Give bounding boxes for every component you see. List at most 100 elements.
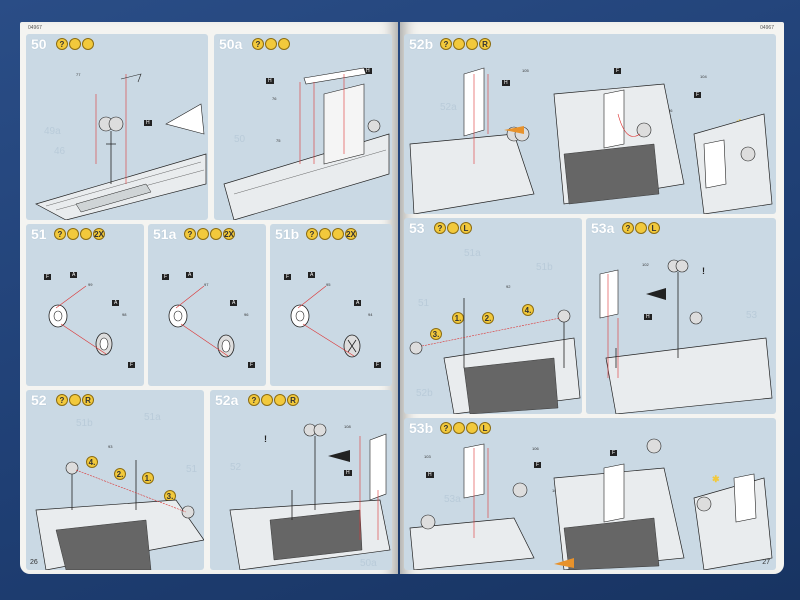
part-label: 93 — [108, 444, 113, 449]
part-flag: H — [344, 470, 352, 476]
part-label: 105 — [522, 68, 529, 73]
assembly-illustration — [409, 67, 773, 214]
glue-icon — [453, 38, 465, 50]
part-label: 97 — [204, 282, 209, 287]
left-side-icon: L — [460, 222, 472, 234]
step-51a-panel: 51a ? 2X F A 97 A 96 F — [148, 224, 266, 386]
glue-icon — [453, 422, 465, 434]
question-icon: ? — [440, 38, 452, 50]
part-flag: F — [374, 362, 382, 368]
ghost-label: 51b — [536, 262, 553, 273]
step-50a-panel: 50a ? 50 H H 76 75 — [214, 34, 392, 220]
part-flag: H — [426, 472, 434, 478]
part-flag: F — [614, 68, 622, 74]
assembly-illustration — [35, 73, 207, 220]
part-label: 76 — [272, 96, 277, 101]
glue-icon — [447, 222, 459, 234]
wheel-illustration — [290, 285, 361, 358]
part-label: 77 — [76, 72, 81, 77]
step-number: 52 — [31, 392, 47, 408]
left-side-icon: L — [479, 422, 491, 434]
step-number: 52a — [215, 392, 239, 408]
part-flag: A — [70, 272, 78, 278]
part-flag: F — [248, 362, 256, 368]
question-icon: ? — [434, 222, 446, 234]
quantity-icon: 2X — [345, 228, 357, 240]
icon-row: ? R — [440, 38, 491, 50]
part-flag: F — [534, 462, 542, 468]
paint-icon — [274, 394, 286, 406]
catalog-code: 04967 — [760, 25, 774, 31]
step-number: 51 — [31, 226, 47, 242]
part-label: 86 — [668, 108, 673, 113]
step-52-panel: 52 ? R 51b 51a 51 93 4. 2. 1. 3. 26 — [26, 390, 204, 570]
part-label: 92 — [506, 284, 511, 289]
glue-icon — [67, 228, 79, 240]
part-flag: H — [502, 80, 510, 86]
assembly-illustration — [229, 423, 391, 570]
step-52a-panel: 52a ? R ! 52 50a 108 H — [210, 390, 392, 570]
part-flag: F — [44, 274, 52, 280]
paint-icon — [332, 228, 344, 240]
step-number: 53 — [409, 220, 425, 236]
question-icon: ? — [54, 228, 66, 240]
question-icon: ? — [56, 38, 68, 50]
part-label: 103 — [424, 454, 431, 459]
ghost-label: 50 — [234, 134, 246, 145]
step-52b-panel: 52b ? R 52a 105 H F 104 F 86 ✱ — [404, 34, 776, 214]
icon-row: ? 2X — [306, 228, 357, 240]
catalog-code: 04967 — [28, 25, 42, 31]
part-flag: F — [694, 92, 702, 98]
ghost-label: 53 — [746, 310, 758, 321]
ghost-label: 51a — [464, 248, 481, 259]
step-number: 53a — [591, 220, 615, 236]
question-icon: ? — [622, 222, 634, 234]
ghost-label: 50a — [360, 558, 377, 569]
glue-icon — [197, 228, 209, 240]
glue-icon — [319, 228, 331, 240]
paint-icon — [82, 38, 94, 50]
ghost-label: 49a — [44, 126, 61, 137]
step-53a-panel: 53a ? L ! 53 102 H — [586, 218, 776, 414]
paint-icon — [278, 38, 290, 50]
part-flag: A — [230, 300, 238, 306]
step-number: 50a — [219, 36, 243, 52]
part-flag: A — [354, 300, 362, 306]
step-51b-panel: 51b ? 2X F A 95 A 94 F — [270, 224, 392, 386]
glue-icon — [69, 38, 81, 50]
question-icon: ? — [248, 394, 260, 406]
glue-icon — [635, 222, 647, 234]
assembly-illustration — [223, 67, 390, 220]
part-flag: F — [162, 274, 170, 280]
step-number: 53b — [409, 420, 434, 436]
step-50-panel: 50 ? 49a 46 77 H — [26, 34, 208, 220]
left-side-icon: L — [648, 222, 660, 234]
glue-icon — [265, 38, 277, 50]
part-label: 108 — [344, 424, 351, 429]
assembly-illustration — [599, 259, 773, 414]
ghost-label: 52b — [416, 388, 433, 399]
right-page: 04967 52b ? R 52a 105 H F 104 F 86 ✱ — [400, 22, 784, 574]
paint-icon — [466, 422, 478, 434]
part-flag: A — [308, 272, 316, 278]
question-icon: ? — [440, 422, 452, 434]
question-icon: ? — [306, 228, 318, 240]
part-label: 75 — [276, 138, 281, 143]
assembly-illustration — [35, 460, 204, 570]
step-number: 50 — [31, 36, 47, 52]
wheel-illustration — [168, 285, 235, 358]
warning-icon: ! — [264, 434, 267, 444]
assembly-illustration — [409, 298, 581, 414]
rear-view-icon: R — [82, 394, 94, 406]
quantity-icon: 2X — [93, 228, 105, 240]
icon-row: ? 2X — [184, 228, 235, 240]
part-flag: H — [364, 68, 372, 74]
part-flag: A — [186, 272, 194, 278]
icon-row: ? 2X — [54, 228, 105, 240]
rear-view-icon: R — [287, 394, 299, 406]
part-flag: F — [284, 274, 292, 280]
ghost-label: 51 — [186, 464, 198, 475]
step-number: 52b — [409, 36, 434, 52]
ghost-label: 51b — [76, 418, 93, 429]
ghost-label: 51 — [418, 298, 430, 309]
